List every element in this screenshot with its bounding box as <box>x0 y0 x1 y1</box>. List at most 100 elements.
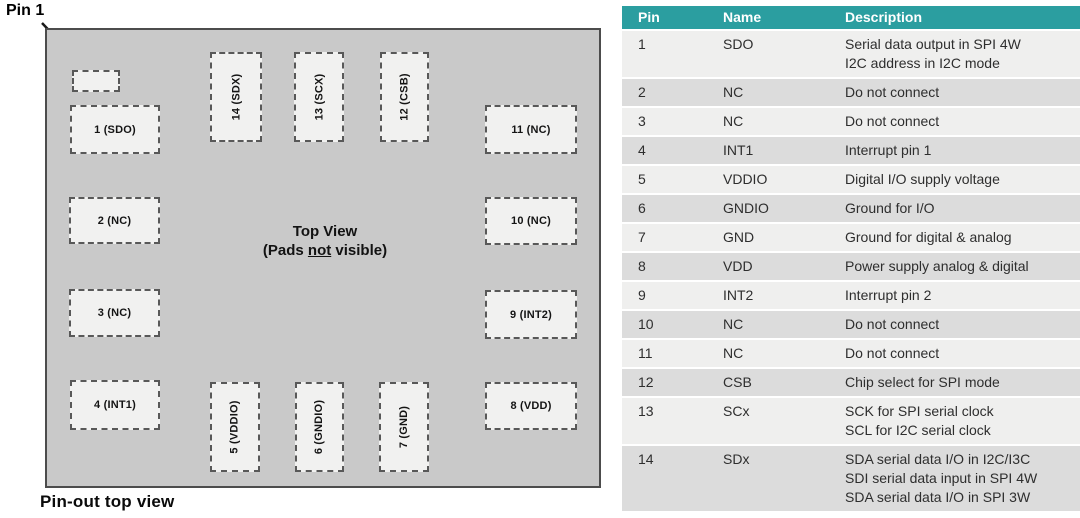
cell-description: Do not connect <box>845 339 1080 369</box>
pad-label: 3 (NC) <box>97 307 132 319</box>
pad-9: 9 (INT2) <box>485 290 577 339</box>
chip-body: Top View (Pads not visible) 1 (SDO) 2 (NC… <box>45 28 601 488</box>
cell-pin: 6 <box>622 194 723 224</box>
description-line: Ground for I/O <box>845 200 935 216</box>
pad-label: 1 (SDO) <box>94 123 136 136</box>
cell-name: CSB <box>723 368 845 398</box>
pad-14: 14 (SDX) <box>210 52 262 142</box>
description-line: Digital I/O supply voltage <box>845 171 1000 187</box>
cell-description: Ground for digital & analog <box>845 223 1080 253</box>
cell-name: VDD <box>723 252 845 282</box>
cell-pin: 8 <box>622 252 723 282</box>
pad-3: 3 (NC) <box>69 289 160 337</box>
cell-name: SDx <box>723 445 845 513</box>
pad-6: 6 (GNDIO) <box>295 382 344 472</box>
pad-label: 12 (CSB) <box>398 73 411 121</box>
pad-label: 10 (NC) <box>511 215 551 227</box>
pad-12: 12 (CSB) <box>380 52 429 142</box>
description-line: Do not connect <box>845 84 940 100</box>
cell-description: Interrupt pin 1 <box>845 136 1080 166</box>
cell-description: Digital I/O supply voltage <box>845 165 1080 195</box>
cell-description: SDA serial data I/O in I2C/I3C SDI serial… <box>845 445 1080 513</box>
pad-pin1-marker <box>72 70 120 92</box>
description-line: Do not connect <box>845 316 940 332</box>
header-description: Description <box>845 6 1080 31</box>
cell-name: INT1 <box>723 136 845 166</box>
cell-name: VDDIO <box>723 165 845 195</box>
pad-11: 11 (NC) <box>485 105 577 154</box>
cell-description: Serial data output in SPI 4W I2C address … <box>845 30 1080 79</box>
pad-10: 10 (NC) <box>485 197 577 245</box>
description-line: Interrupt pin 1 <box>845 142 932 158</box>
description-line: Power supply analog & digital <box>845 258 1029 274</box>
top-view-line1: Top View <box>292 223 358 240</box>
cell-name: NC <box>723 78 845 108</box>
cell-name: INT2 <box>723 281 845 311</box>
pad-label: 2 (NC) <box>97 214 132 227</box>
cell-pin: 3 <box>622 107 723 137</box>
cell-description: Do not connect <box>845 107 1080 137</box>
description-line: I2C address in I2C mode <box>845 55 1000 71</box>
pad-2: 2 (NC) <box>69 197 160 244</box>
description-line: SDA serial data I/O in I2C/I3C <box>845 451 1031 467</box>
pad-4: 4 (INT1) <box>70 380 160 430</box>
description-line: Chip select for SPI mode <box>845 374 1000 390</box>
cell-name: NC <box>723 107 845 137</box>
description-line: Do not connect <box>845 345 940 361</box>
description-line: SDA serial data I/O in SPI 3W <box>845 489 1031 505</box>
cell-name: GNDIO <box>723 194 845 224</box>
cell-name: SCx <box>723 397 845 446</box>
pad-label: 9 (INT2) <box>510 308 552 321</box>
cell-description: Power supply analog & digital <box>845 252 1080 282</box>
header-name: Name <box>723 6 845 31</box>
top-view-line2: (Pads not visible) <box>262 242 388 259</box>
cell-pin: 14 <box>622 445 723 513</box>
cell-name: SDO <box>723 30 845 79</box>
pad-13: 13 (SCX) <box>294 52 344 142</box>
pad-label: 7 (GND) <box>397 405 410 449</box>
cell-pin: 4 <box>622 136 723 166</box>
pad-label: 11 (NC) <box>511 123 551 136</box>
pad-7: 7 (GND) <box>379 382 429 472</box>
cell-description: Do not connect <box>845 78 1080 108</box>
cell-name: GND <box>723 223 845 253</box>
cell-pin: 5 <box>622 165 723 195</box>
cell-pin: 9 <box>622 281 723 311</box>
description-line: Interrupt pin 2 <box>845 287 932 303</box>
cell-description: Interrupt pin 2 <box>845 281 1080 311</box>
description-line: SDI serial data input in SPI 4W <box>845 470 1038 486</box>
top-view-label: Top View (Pads not visible) <box>185 222 465 260</box>
cell-description: Do not connect <box>845 310 1080 340</box>
cell-pin: 7 <box>622 223 723 253</box>
cell-pin: 13 <box>622 397 723 446</box>
pad-label: 14 (SDX) <box>230 73 242 121</box>
description-line: Serial data output in SPI 4W <box>845 36 1021 52</box>
pin1-label: Pin 1 <box>6 2 45 19</box>
cell-name: NC <box>723 339 845 369</box>
pinout-diagram: Pin 1 Top View (Pads not visible) 1 (SDO… <box>6 2 601 511</box>
cell-pin: 11 <box>622 339 723 369</box>
cell-pin: 1 <box>622 30 723 79</box>
underlined-not: not <box>307 242 332 259</box>
cell-name: NC <box>723 310 845 340</box>
description-line: Ground for digital & analog <box>845 229 1012 245</box>
cell-description: Ground for I/O <box>845 194 1080 224</box>
pad-label: 6 (GNDIO) <box>313 399 326 455</box>
pad-1: 1 (SDO) <box>70 105 160 154</box>
header-pin: Pin <box>622 6 723 31</box>
